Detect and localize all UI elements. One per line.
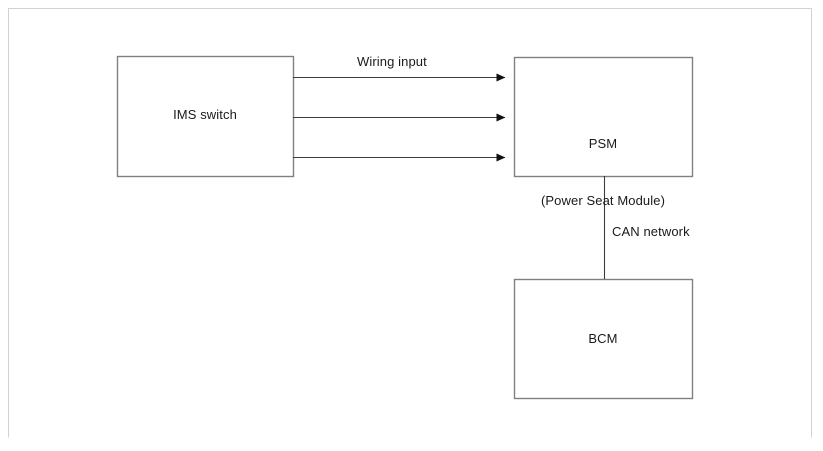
edge-label-can-network: CAN network [612,224,690,239]
edge-label-wiring-input: Wiring input [357,54,427,69]
node-label-psm: PSM (Power Seat Module) [514,96,692,248]
node-label-psm-line1: PSM [588,136,618,151]
node-label-psm-line2: (Power Seat Module) [540,193,665,208]
node-label-bcm: BCM [588,331,618,346]
node-box-bcm[interactable] [513,278,694,400]
node-box-psm[interactable] [513,56,694,178]
node-label-ims-switch: IMS switch [173,107,237,122]
node-box-ims-switch[interactable] [116,55,295,178]
